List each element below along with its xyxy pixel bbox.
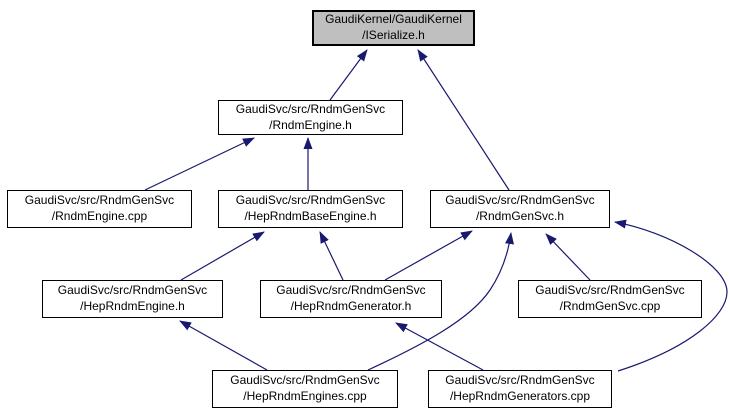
node-rndmgensvc-cpp[interactable]: GaudiSvc/src/RndmGenSvc /RndmGenSvc.cpp [518, 280, 702, 318]
node-iserialize-h[interactable]: GaudiKernel/GaudiKernel /ISerialize.h [312, 10, 475, 46]
edge-rndmgensvc-cpp-to-rndmgensvc-h [545, 233, 591, 281]
edge-heprndmengines-cpp-to-rndmgensvc-h [367, 232, 514, 371]
edge-heprndmengines-cpp-to-heprndmengine-h [179, 320, 268, 371]
node-rndmengine-cpp[interactable]: GaudiSvc/src/RndmGenSvc /RndmEngine.cpp [7, 190, 192, 228]
node-heprndmgenerator-h[interactable]: GaudiSvc/src/RndmGenSvc /HepRndmGenerato… [260, 280, 442, 318]
edge-heprndmgenerators-cpp-to-heprndmgenerator-h [395, 322, 484, 371]
node-rndmengine-h[interactable]: GaudiSvc/src/RndmGenSvc /RndmEngine.h [218, 100, 403, 135]
edge-heprndmgenerator-h-to-heprndmbaseengine-h [319, 231, 344, 281]
edge-heprndmgenerator-h-to-rndmgensvc-h [384, 230, 473, 281]
edge-rndmengine-h-to-iserialize-h [329, 49, 368, 101]
edge-heprndmengine-h-to-heprndmbaseengine-h [180, 231, 265, 281]
edge-rndmengine-cpp-to-rndmengine-h [144, 137, 255, 191]
edge-heprndmgenerators-cpp-to-rndmgensvc-h [614, 219, 728, 372]
edge-rndmgensvc-h-to-iserialize-h [417, 49, 510, 191]
node-heprndmengines-cpp[interactable]: GaudiSvc/src/RndmGenSvc /HepRndmEngines.… [212, 370, 398, 408]
node-heprndmengine-h[interactable]: GaudiSvc/src/RndmGenSvc /HepRndmEngine.h [42, 280, 223, 318]
node-heprndmbaseengine-h[interactable]: GaudiSvc/src/RndmGenSvc /HepRndmBaseEngi… [218, 190, 403, 228]
node-heprndmgenerators-cpp[interactable]: GaudiSvc/src/RndmGenSvc /HepRndmGenerato… [428, 370, 612, 408]
node-rndmgensvc-h[interactable]: GaudiSvc/src/RndmGenSvc /RndmGenSvc.h [430, 190, 610, 228]
